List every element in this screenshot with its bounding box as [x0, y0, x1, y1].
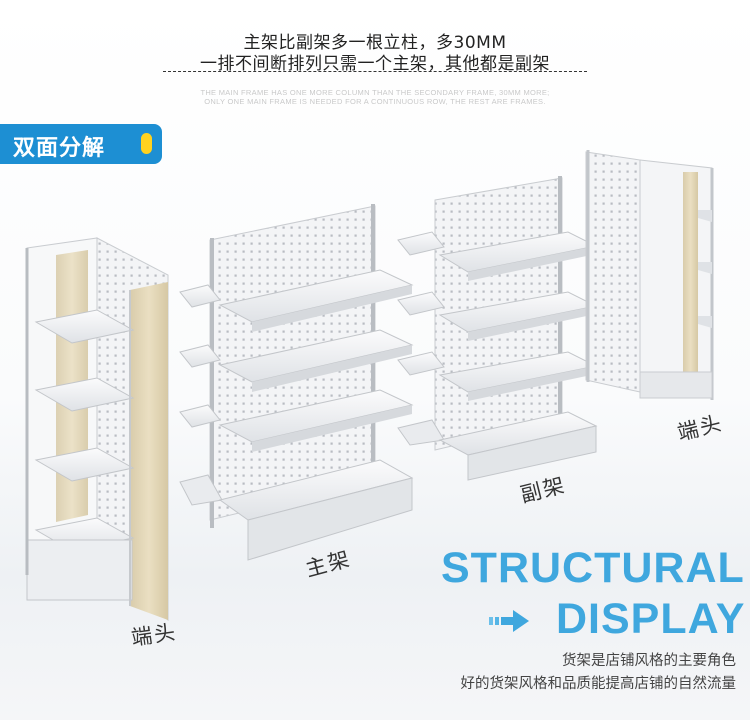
- section-badge: 双面分解: [0, 124, 162, 164]
- display-title: DISPLAY: [556, 595, 746, 643]
- header-english-line-1: THE MAIN FRAME HAS ONE MORE COLUMN THAN …: [200, 88, 550, 97]
- label-end-cap-left: 端头: [129, 619, 179, 651]
- header-english-line-2: ONLY ONE MAIN FRAME IS NEEDED FOR A CONT…: [204, 97, 546, 106]
- main-frame-unit: [179, 204, 414, 561]
- structural-title: STRUCTURAL: [441, 544, 745, 592]
- header-divider: [163, 71, 587, 72]
- arrow-right-icon: [489, 610, 529, 632]
- footer-line-2: 好的货架风格和品质能提高店铺的自然流量: [460, 676, 737, 692]
- header-line-1: 主架比副架多一根立柱，多30MM: [243, 33, 507, 53]
- secondary-frame-unit: [397, 176, 598, 481]
- end-cap-unit-left: [25, 237, 169, 622]
- header-line-2: 一排不间断排列只需一个主架，其他都是副架: [200, 54, 550, 74]
- badge-pill-icon: [141, 133, 152, 154]
- section-badge-label: 双面分解: [13, 136, 106, 161]
- footer-line-1: 货架是店铺风格的主要角色: [562, 653, 736, 669]
- end-cap-unit-right: [585, 150, 714, 400]
